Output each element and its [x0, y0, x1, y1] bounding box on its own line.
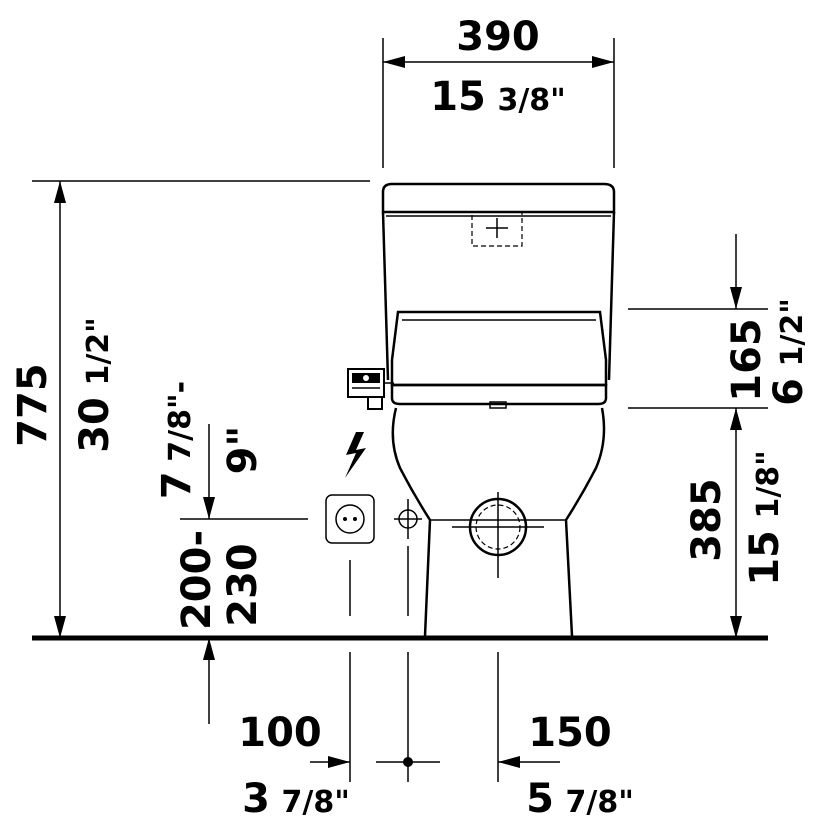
left-offset-dimension: 100 3 7/8"	[238, 710, 440, 822]
right-offset-mm-label: 150	[528, 710, 612, 756]
width-mm-label: 390	[456, 14, 540, 60]
tank-dimension: 165 6 1/2"	[628, 234, 812, 638]
socket-mm-label-a: 200-	[174, 530, 220, 630]
height-dimension: 775 30 1/2"	[10, 180, 370, 638]
socket-in-label-b: 9"	[220, 426, 266, 475]
bowl-right	[564, 407, 606, 637]
cistern-sides	[381, 211, 616, 381]
power-socket-icon	[325, 494, 375, 544]
seat-ring	[390, 383, 608, 406]
water-connection-icon	[394, 499, 422, 539]
seat-lid	[390, 310, 608, 387]
left-offset-in-label: 3 7/8"	[242, 776, 350, 822]
bowl-left	[391, 407, 432, 637]
socket-height-dimension: 7 7/8"- 9" 200- 230	[154, 381, 308, 724]
cistern-lid	[381, 182, 616, 214]
seat-in-label: 15 1/8"	[742, 450, 788, 586]
seat-mm-label: 385	[684, 478, 730, 562]
seat-control-unit	[347, 368, 394, 410]
socket-in-label-a: 7 7/8"-	[154, 381, 200, 499]
tank-mm-label: 165	[724, 318, 770, 402]
left-offset-mm-label: 100	[238, 710, 322, 756]
right-offset-in-label: 5 7/8"	[526, 776, 634, 822]
seat-height-dimension: 385 15 1/8"	[684, 450, 788, 638]
height-mm-label: 775	[10, 363, 56, 447]
socket-mm-label-b: 230	[220, 543, 266, 627]
height-in-label: 30 1/2"	[72, 317, 118, 453]
right-offset-dimension: 150 5 7/8"	[498, 710, 634, 822]
tank-in-label: 6 1/2"	[766, 298, 812, 406]
width-dimension: 390 15 3/8"	[382, 14, 615, 168]
width-in-label: 15 3/8"	[430, 74, 566, 120]
toilet-body	[347, 182, 616, 637]
lightning-bolt-icon	[345, 432, 366, 478]
flush-button-outline	[471, 211, 523, 247]
